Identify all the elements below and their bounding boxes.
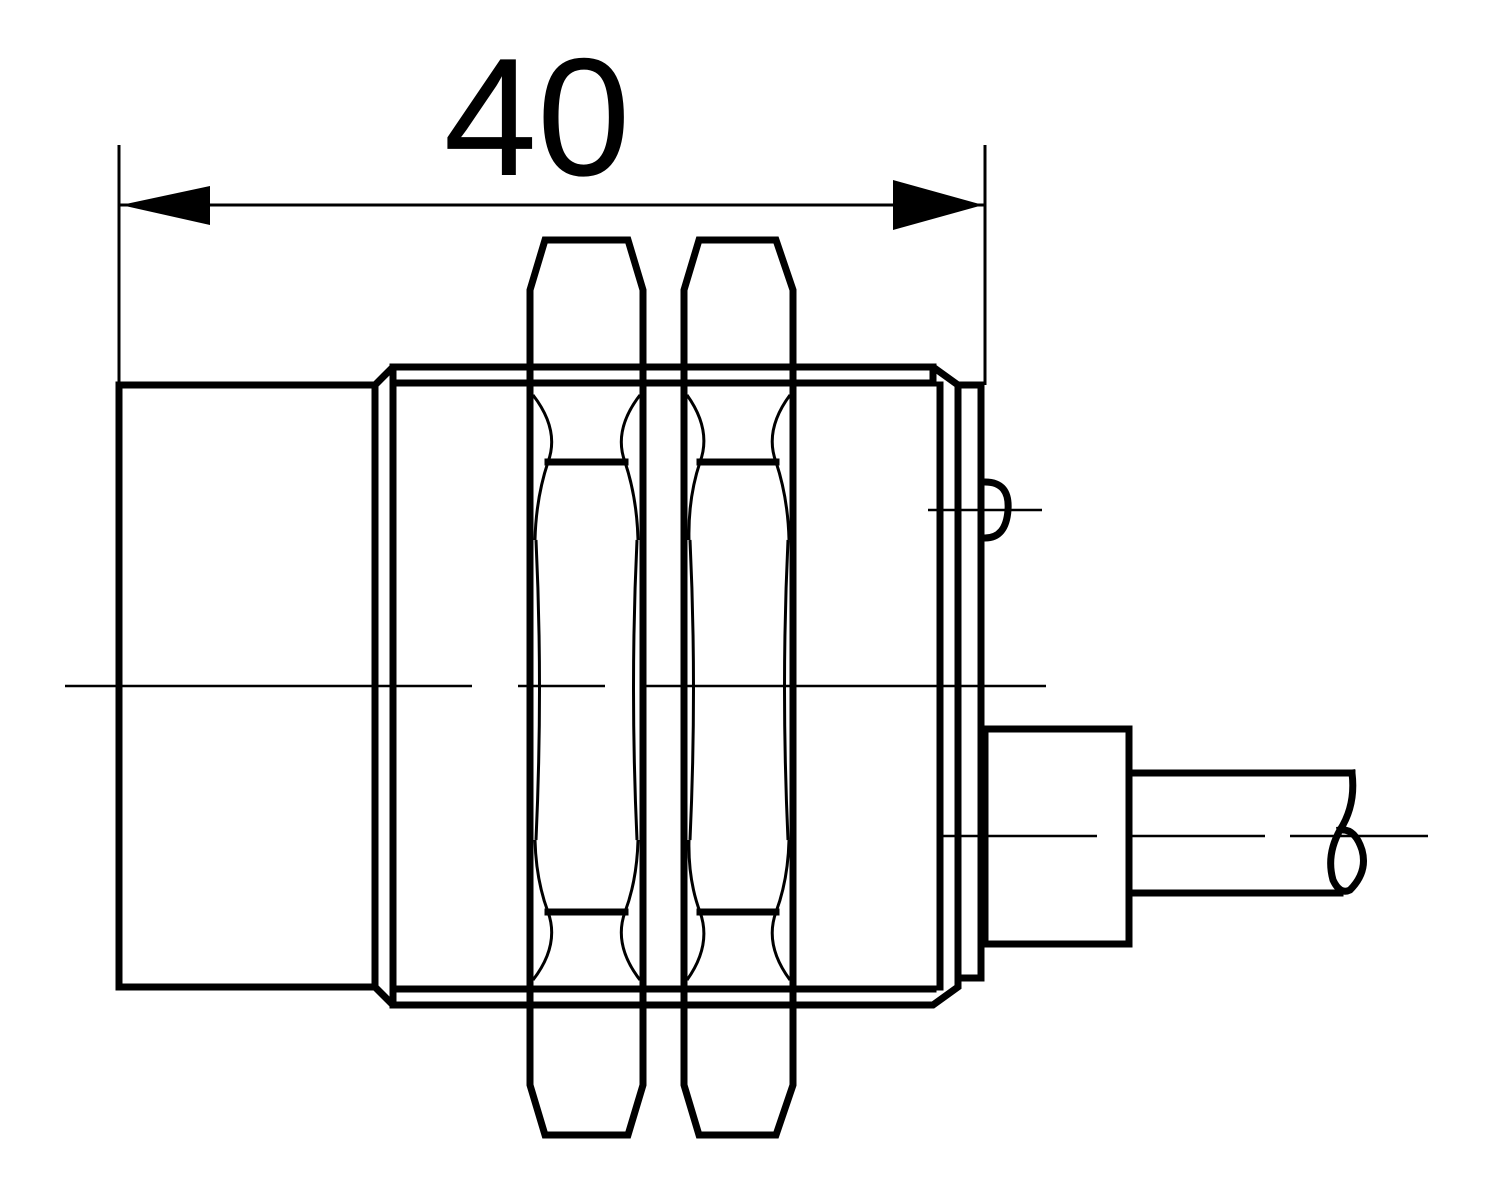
mounting-nut-2 (680, 236, 797, 1139)
dimension-label: 40 (444, 23, 631, 211)
cable (1125, 769, 1367, 897)
dimension-annotation: 40 (117, 23, 987, 385)
rear-end-cap (954, 381, 985, 982)
mounting-nut-1 (526, 236, 647, 1139)
arrowhead-left (121, 186, 210, 225)
arrowhead-right (893, 180, 983, 230)
led-indicator (928, 478, 1042, 542)
